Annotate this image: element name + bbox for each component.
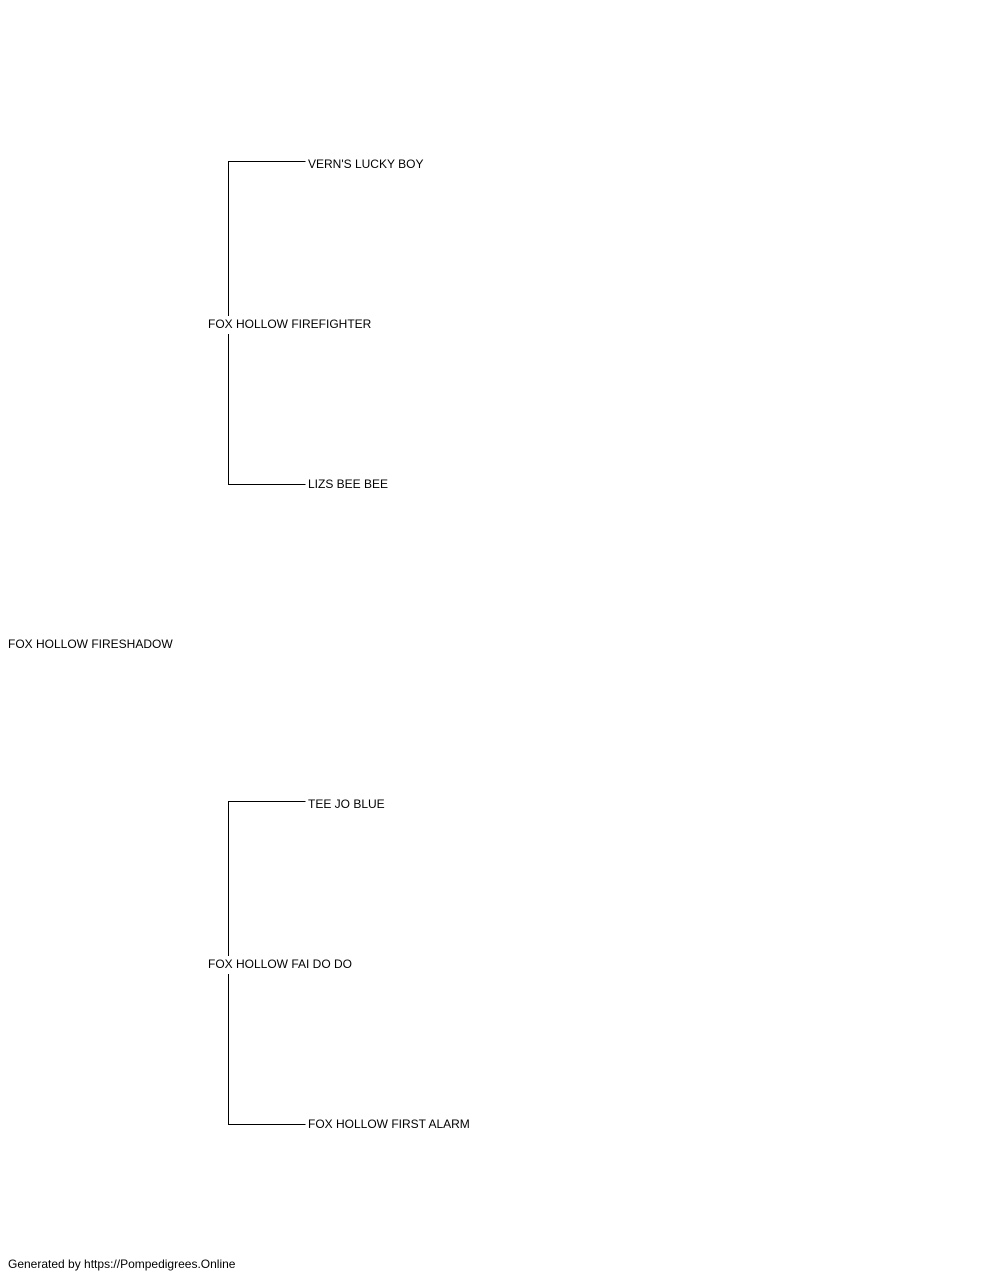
dam-name: FOX HOLLOW FAI DO DO [208,957,353,971]
sire-dam-name: LIZS BEE BEE [308,477,389,491]
dam-bracket-line [228,801,306,956]
dam-dam-name: FOX HOLLOW FIRST ALARM [308,1117,470,1131]
sire-name: FOX HOLLOW FIREFIGHTER [208,317,372,331]
generated-by-footer: Generated by https://Pompedigrees.Online [8,1257,236,1271]
sire-bracket-line [228,161,306,316]
subject-name: FOX HOLLOW FIRESHADOW [8,637,173,651]
sire-bracket-line [228,334,306,485]
sire-sire-name: VERN'S LUCKY BOY [308,157,424,171]
dam-bracket-line [228,974,306,1125]
dam-sire-name: TEE JO BLUE [308,797,385,811]
